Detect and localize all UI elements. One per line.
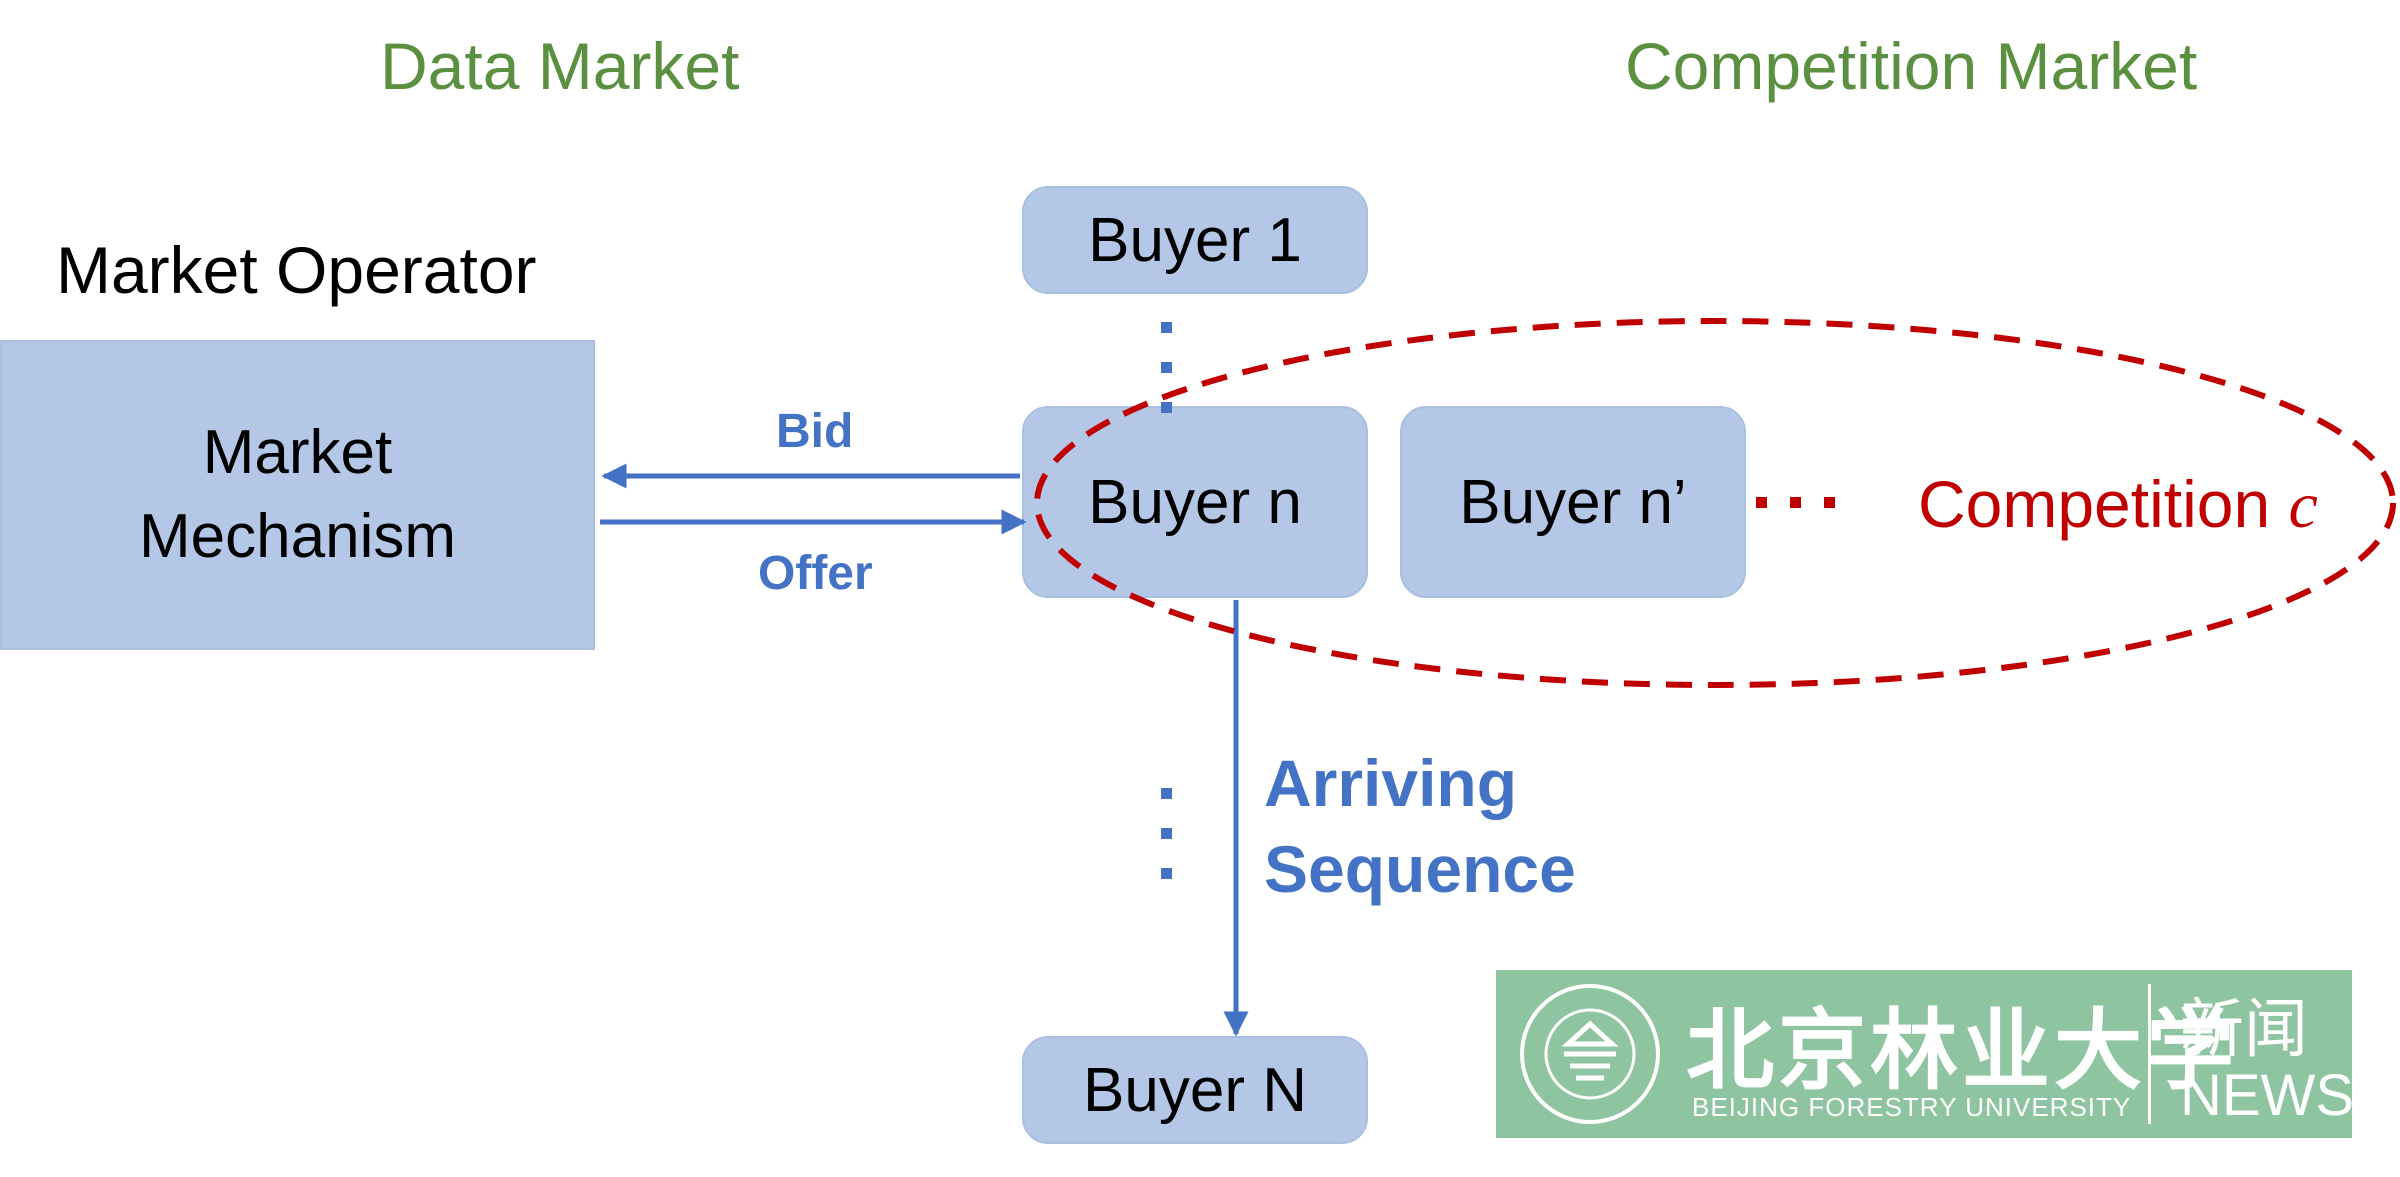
upper-ellipsis-dots: [1161, 322, 1172, 413]
offer-label: Offer: [758, 547, 873, 600]
logo-news-cn: 新闻: [2180, 993, 2308, 1067]
competition-label: Competition c: [1918, 466, 2318, 544]
bid-label: Bid: [776, 405, 854, 458]
arriving-sequence-line2: Sequence: [1264, 832, 1576, 906]
data-market-heading: Data Market: [380, 29, 740, 103]
competition-market-heading: Competition Market: [1625, 29, 2198, 103]
logo-news-en: NEWS: [2180, 1063, 2354, 1128]
logo-english-name: BEIJING FORESTRY UNIVERSITY: [1692, 1092, 2132, 1122]
market-operator-label: Market Operator: [56, 233, 537, 307]
university-seal-icon: [1520, 984, 1660, 1124]
buyer-n-prime-box: Buyer n’: [1400, 406, 1746, 598]
market-mechanism-line2: Mechanism: [139, 502, 456, 571]
buyer-big-n-box: Buyer N: [1022, 1036, 1368, 1144]
university-logo: 北京林业大学 BEIJING FORESTRY UNIVERSITY 新闻 NE…: [1496, 970, 2354, 1138]
market-mechanism-line1: Market: [202, 418, 393, 487]
buyer-n-prime-label: Buyer n’: [1459, 467, 1687, 537]
lower-ellipsis-dots: [1161, 788, 1172, 879]
arriving-sequence-label: Arriving Sequence: [1264, 740, 1576, 912]
buyer-1-label: Buyer 1: [1088, 205, 1302, 275]
competition-ellipsis-dots: [1756, 497, 1835, 508]
buyer-1-box: Buyer 1: [1022, 186, 1368, 294]
arriving-sequence-line1: Arriving: [1264, 746, 1518, 820]
competition-ellipse: [1034, 318, 2396, 688]
logo-divider: [2148, 984, 2151, 1124]
buyer-big-n-label: Buyer N: [1083, 1055, 1307, 1125]
competition-symbol: c: [2288, 469, 2318, 542]
market-mechanism-box: Market Mechanism: [0, 340, 595, 650]
logo-chinese-name: 北京林业大学: [1686, 998, 2239, 1102]
buyer-n-label: Buyer n: [1088, 467, 1302, 537]
competition-word: Competition: [1918, 467, 2271, 541]
